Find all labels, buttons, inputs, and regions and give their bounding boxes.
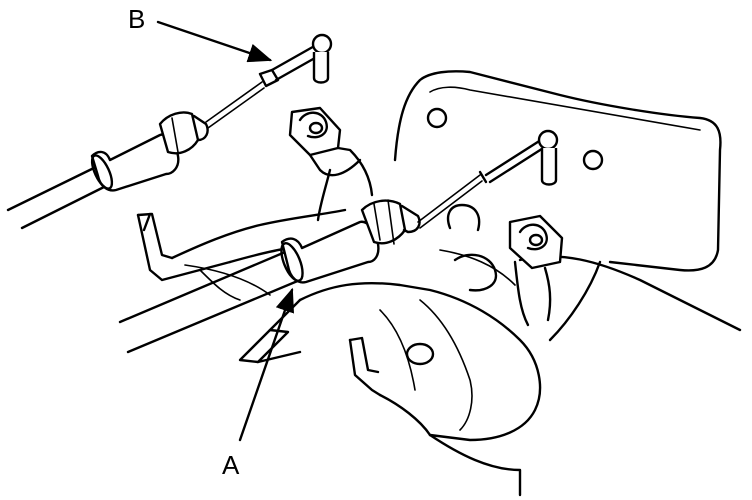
callout-a-leader: [238, 287, 294, 442]
right-cable-clip: [508, 214, 564, 327]
callout-a: A: [222, 287, 294, 480]
upper-cable-clip: [288, 106, 374, 222]
callout-b-leader: [156, 20, 273, 63]
callout-a-label: A: [222, 450, 240, 480]
callout-b: B: [128, 4, 273, 63]
cable-b: [6, 33, 333, 230]
cable-a: [118, 129, 559, 354]
mounting-bracket: [136, 70, 742, 497]
callout-b-label: B: [128, 4, 145, 34]
